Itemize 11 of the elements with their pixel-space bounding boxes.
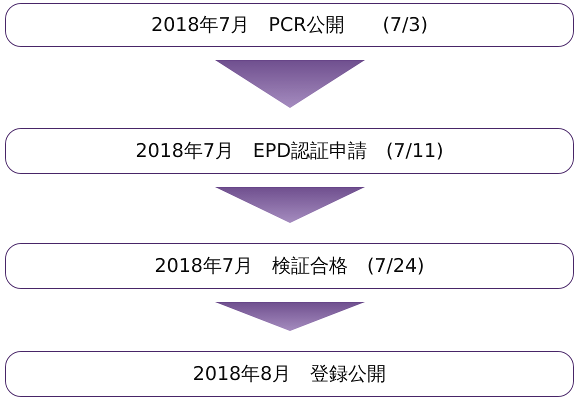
step-label: 2018年8月 登録公開 — [192, 362, 386, 387]
process-box — [5, 3, 574, 47]
process-box — [5, 128, 574, 174]
arrow — [215, 302, 365, 331]
arrow — [215, 187, 365, 223]
process-box — [5, 243, 574, 289]
step-label: 2018年7月 検証合格 (7/24) — [154, 254, 424, 279]
process-box — [5, 351, 574, 397]
step-label: 2018年7月 PCR公開 (7/3) — [151, 13, 428, 38]
step-label: 2018年7月 EPD認証申請 (7/11) — [135, 139, 444, 164]
arrow — [215, 60, 365, 108]
